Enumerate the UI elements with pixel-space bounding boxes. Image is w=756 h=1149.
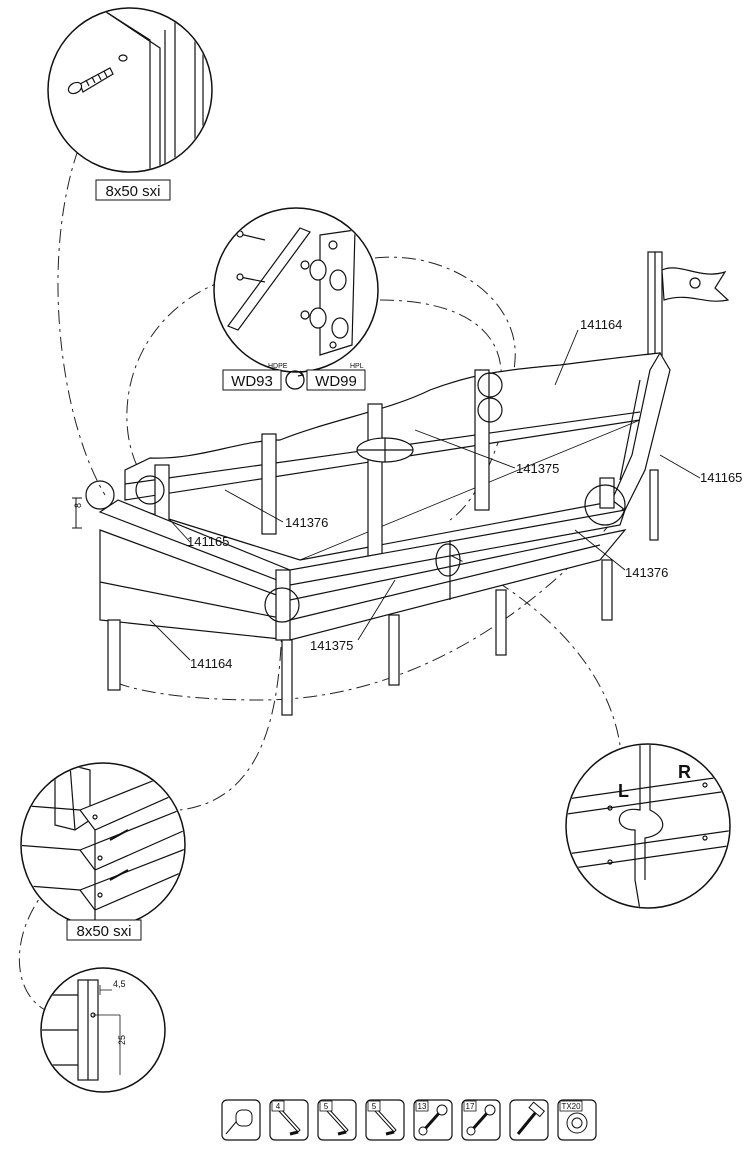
wrench-icon [418, 1104, 448, 1136]
steering-wheel-icon [356, 437, 414, 463]
cap-nut-icon [309, 259, 349, 339]
front-lower-board [99, 529, 627, 641]
connector-corner-detail [179, 619, 283, 811]
tool-size-label: 5 [324, 1102, 329, 1111]
tool-size-label: 5 [372, 1102, 377, 1111]
tool-size-label: 13 [418, 1102, 427, 1111]
part-label-141164-front: 141164 [190, 656, 232, 671]
edge-gap-dimension [72, 497, 82, 529]
part-label-141165-right: 141165 [700, 470, 742, 485]
screw-label-bottom: 8x50 sxi [76, 923, 131, 940]
tool-size-label: 17 [466, 1102, 475, 1111]
material-label-hdpe: HDPE [268, 363, 288, 370]
pirate-flag [661, 267, 730, 302]
tool-hex-key-3: 5 [317, 1099, 357, 1141]
boat-assembly [85, 251, 730, 716]
part-label-141375-center: 141375 [516, 461, 559, 476]
hammer-icon [516, 1101, 545, 1135]
connector-top-left [57, 149, 106, 496]
tool-wrench-5: 13 [413, 1099, 453, 1141]
back-wall [124, 352, 661, 501]
tool-hammer-7 [509, 1099, 549, 1141]
hardware-code-wd93: WD93 [231, 373, 273, 390]
dimension-detail: 4,5 25 [40, 967, 166, 1093]
screw-detail: 8x50 sxi [47, 7, 213, 201]
tool-torx-bit-8: TX20 [557, 1099, 597, 1141]
edge-gap-value: 8 [73, 503, 83, 508]
part-label-141376-left: 141376 [285, 515, 328, 530]
tool-hex-key-4: 5 [365, 1099, 405, 1141]
rotate-arrow-icon [285, 370, 305, 390]
joint-detail: L R [565, 743, 731, 909]
bow-side [611, 351, 671, 511]
hardware-detail: HDPE WD93 HPL WD99 [213, 207, 379, 391]
tool-size-label: TX20 [561, 1102, 581, 1111]
joint-mark-left: L [618, 781, 629, 801]
torx-bit-icon [566, 1112, 588, 1134]
part-label-141164-top: 141164 [580, 317, 622, 332]
connector-hardware-mid [379, 299, 502, 391]
hardware-code-wd99: WD99 [315, 373, 357, 390]
offset-dimension: 4,5 [113, 979, 126, 989]
corner-detail: 8x50 sxi [20, 762, 186, 941]
tool-size-label: 4 [276, 1102, 281, 1111]
part-callout-lines [149, 329, 701, 661]
part-label-141376-right: 141376 [625, 565, 668, 580]
legs [107, 469, 659, 716]
tape-measure-icon [225, 1109, 253, 1135]
connector-hardware-left [126, 279, 226, 481]
tools-row: 4 5 5 13 17 TX20 [221, 1099, 597, 1141]
screw-label-top: 8x50 sxi [105, 183, 160, 200]
part-label-141375-front: 141375 [310, 638, 353, 653]
tool-wrench-6: 17 [461, 1099, 501, 1141]
connector-dim-detail [18, 884, 51, 1011]
joint-mark-right: R [678, 762, 691, 782]
screw-icon [67, 67, 114, 95]
wrench-icon [466, 1104, 496, 1136]
material-label-hpl: HPL [350, 363, 364, 370]
part-label-141165-left: 141165 [187, 534, 229, 549]
depth-dimension: 25 [117, 1035, 127, 1045]
tool-tape-measure-1 [221, 1099, 261, 1141]
tool-hex-key-2: 4 [269, 1099, 309, 1141]
mast [647, 251, 730, 363]
